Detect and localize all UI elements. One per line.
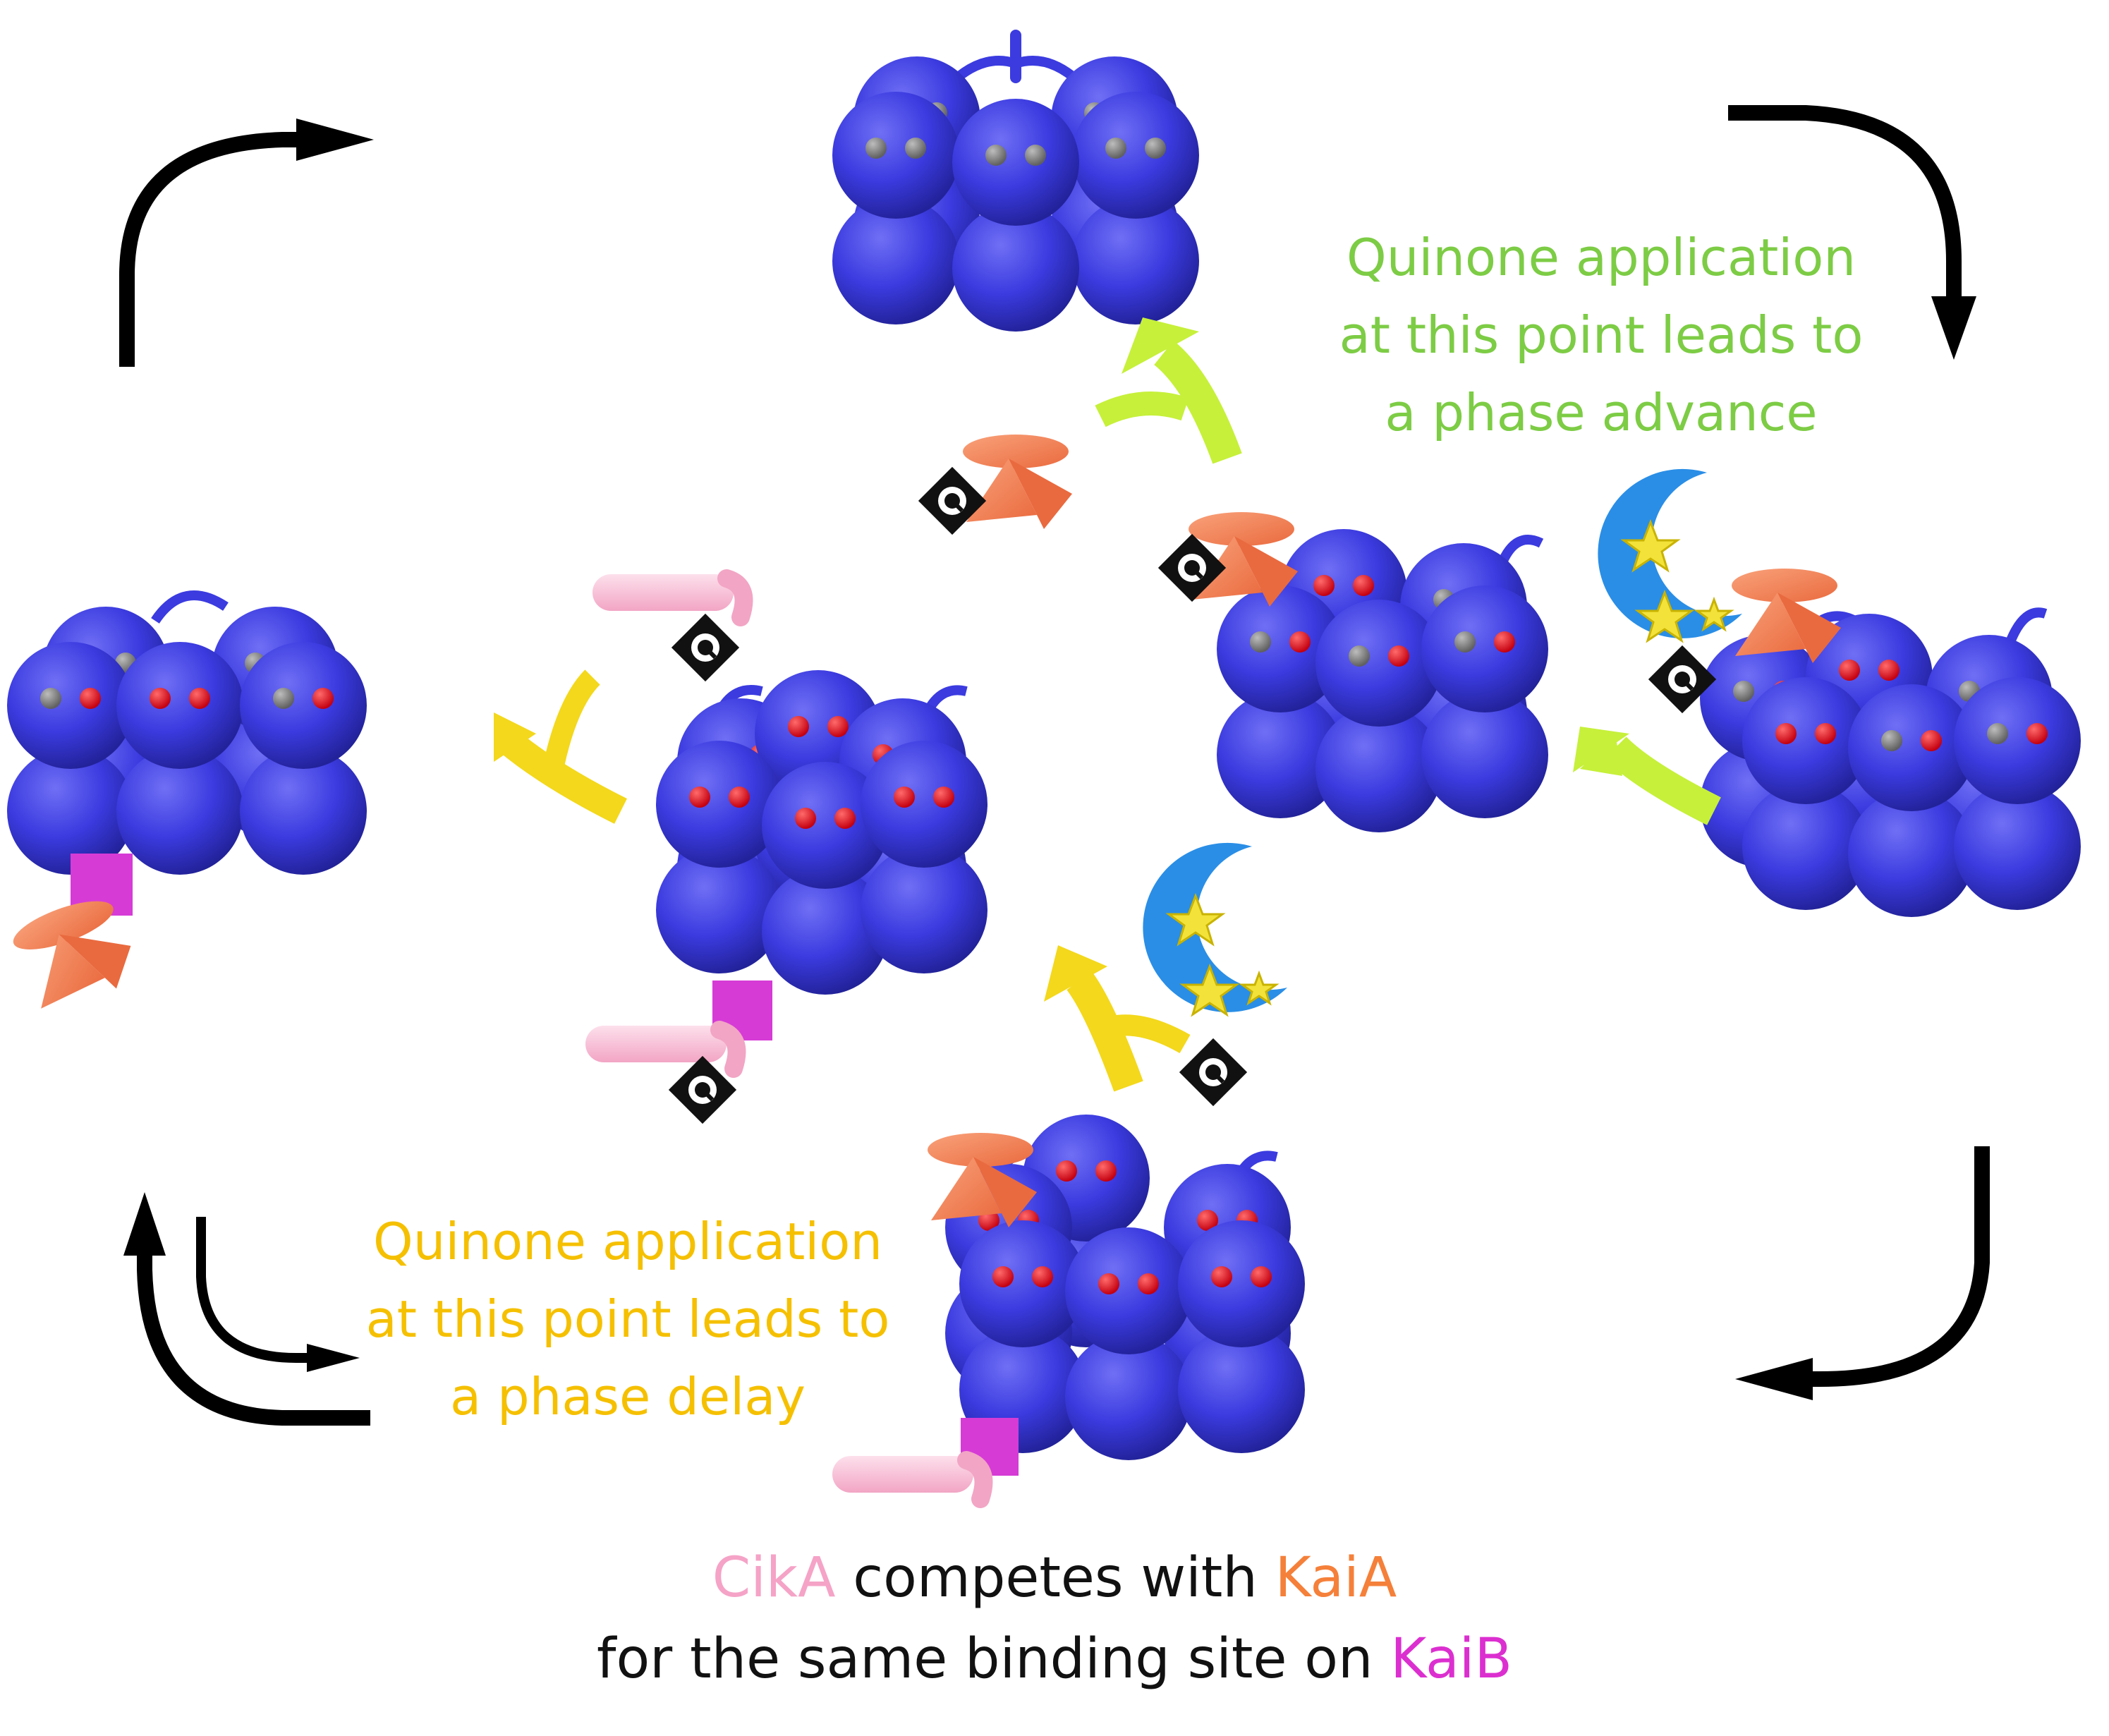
phase-advance-line-3: a phase advance — [1385, 383, 1818, 442]
quinone-badge-lower — [1179, 1038, 1247, 1106]
quinone-badge-free-kaia — [918, 467, 986, 535]
kaia-propeller-free — [963, 435, 1072, 529]
caption: CikA competes with KaiA for the same bin… — [423, 1538, 1686, 1700]
transition-arrow-green-right — [1573, 727, 1721, 825]
caption-binding-site: for the same binding site on — [597, 1627, 1391, 1691]
phase-delay-line-2: at this point leads to — [365, 1289, 890, 1349]
moon-icon-lower — [1141, 842, 1289, 1016]
transition-arrow-yellow-bottom — [1044, 945, 1191, 1092]
kaic-hexamer-center — [656, 670, 987, 995]
cycle-arrow-bottom-left — [123, 1192, 370, 1426]
phase-advance-line-1: Quinone application — [1347, 228, 1856, 287]
cika-capsule-bottom — [832, 1456, 984, 1499]
cycle-arrow-top-right — [1728, 105, 1976, 360]
phase-delay-line-1: Quinone application — [373, 1212, 882, 1271]
phase-advance-line-2: at this point leads to — [1339, 305, 1864, 365]
kaic-hexamer-left — [7, 590, 367, 875]
transition-arrow-yellow-left — [494, 669, 627, 824]
caption-kaia: KaiA — [1275, 1546, 1397, 1610]
moon-icon-upper — [1596, 468, 1744, 642]
cycle-arrow-top-left — [119, 119, 374, 367]
kaic-hexamer-mid-right — [1217, 529, 1548, 832]
transition-arrow-green-top — [1095, 317, 1242, 464]
caption-line-1: CikA competes with KaiA — [423, 1538, 1686, 1619]
caption-cika: CikA — [712, 1546, 836, 1610]
caption-kaib: KaiB — [1390, 1627, 1512, 1691]
kaic-hexamer-top — [832, 30, 1199, 332]
phase-delay-note: Quinone application at this point leads … — [324, 1203, 931, 1435]
phase-delay-line-3: a phase delay — [450, 1367, 806, 1426]
cika-capsule-center — [585, 1026, 737, 1069]
kaic-hexamer-bottom — [945, 1115, 1305, 1460]
quinone-badge-free-cika — [671, 614, 739, 681]
caption-line-2: for the same binding site on KaiB — [423, 1619, 1686, 1700]
cycle-arrow-reverse-bottom-left — [196, 1217, 360, 1372]
phase-advance-note: Quinone application at this point leads … — [1291, 219, 1912, 451]
cycle-arrow-bottom-right — [1735, 1146, 1990, 1400]
caption-competes: competes with — [835, 1546, 1275, 1610]
kaic-hexamer-right — [1700, 607, 2081, 917]
cika-capsule-free — [592, 574, 744, 617]
